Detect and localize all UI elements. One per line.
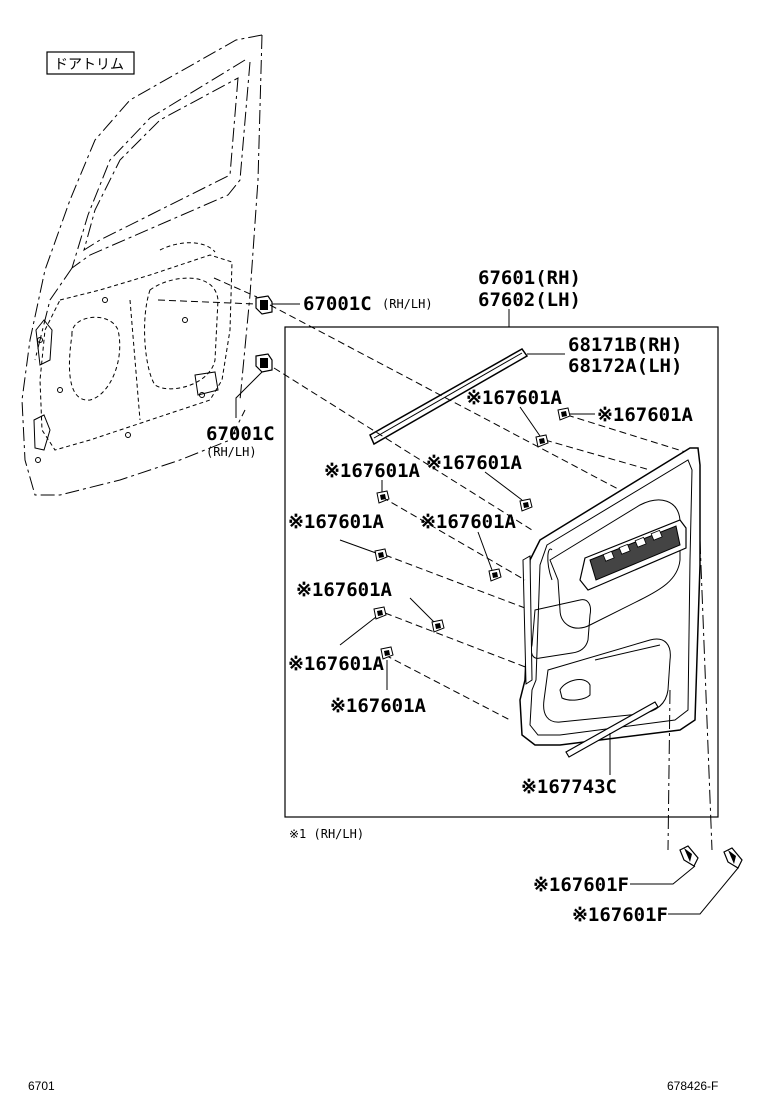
label-clip-a1: ※167601A — [466, 387, 563, 409]
label-clip-f2: ※167601F — [572, 904, 668, 926]
door-clip-upper-icon — [255, 295, 273, 315]
label-clip-a4: ※167601A — [324, 460, 421, 482]
label-weatherstrip-lh: 68172A(LH) — [568, 355, 682, 377]
footnote-rh-lh: ※1 (RH/LH) — [289, 827, 364, 841]
label-clip-a5: ※167601A — [288, 511, 385, 533]
label-clip-upper-suffix: (RH/LH) — [382, 297, 433, 311]
label-garnish-strip: ※167743C — [521, 776, 617, 798]
label-panel-lh: 67602(LH) — [478, 289, 581, 311]
label-clip-lower-suffix: (RH/LH) — [206, 445, 257, 459]
clip-f-lower-icon — [723, 847, 743, 869]
label-clip-lower: 67001C — [206, 423, 275, 445]
label-clip-f1: ※167601F — [533, 874, 629, 896]
label-clip-a8: ※167601A — [288, 653, 385, 675]
label-clip-a6: ※167601A — [420, 511, 517, 533]
label-clip-a2: ※167601A — [597, 404, 694, 426]
door-trim-panel-drawing — [519, 447, 701, 746]
label-panel-rh: 67601(RH) — [478, 267, 581, 289]
garnish-strip-drawing — [565, 701, 659, 758]
label-clip-upper: 67001C — [303, 293, 372, 315]
weatherstrip-drawing — [369, 348, 529, 446]
section-title: ドアトリム — [54, 57, 124, 73]
clip-a-icons — [373, 407, 571, 660]
label-weatherstrip-rh: 68171B(RH) — [568, 334, 682, 356]
clip-f-upper-icon — [679, 845, 699, 867]
trim-assembly-box — [284, 326, 719, 818]
label-clip-a3: ※167601A — [426, 452, 523, 474]
door-frame-drawing — [21, 34, 263, 496]
footer-page-code: 6701 — [28, 1079, 55, 1093]
footer-drawing-number: 678426-F — [667, 1079, 718, 1093]
door-clip-lower-icon — [255, 353, 273, 373]
label-clip-a9: ※167601A — [330, 695, 427, 717]
clip-a-leaders — [339, 406, 595, 690]
label-clip-a7: ※167601A — [296, 579, 393, 601]
section-title-box — [46, 51, 135, 75]
